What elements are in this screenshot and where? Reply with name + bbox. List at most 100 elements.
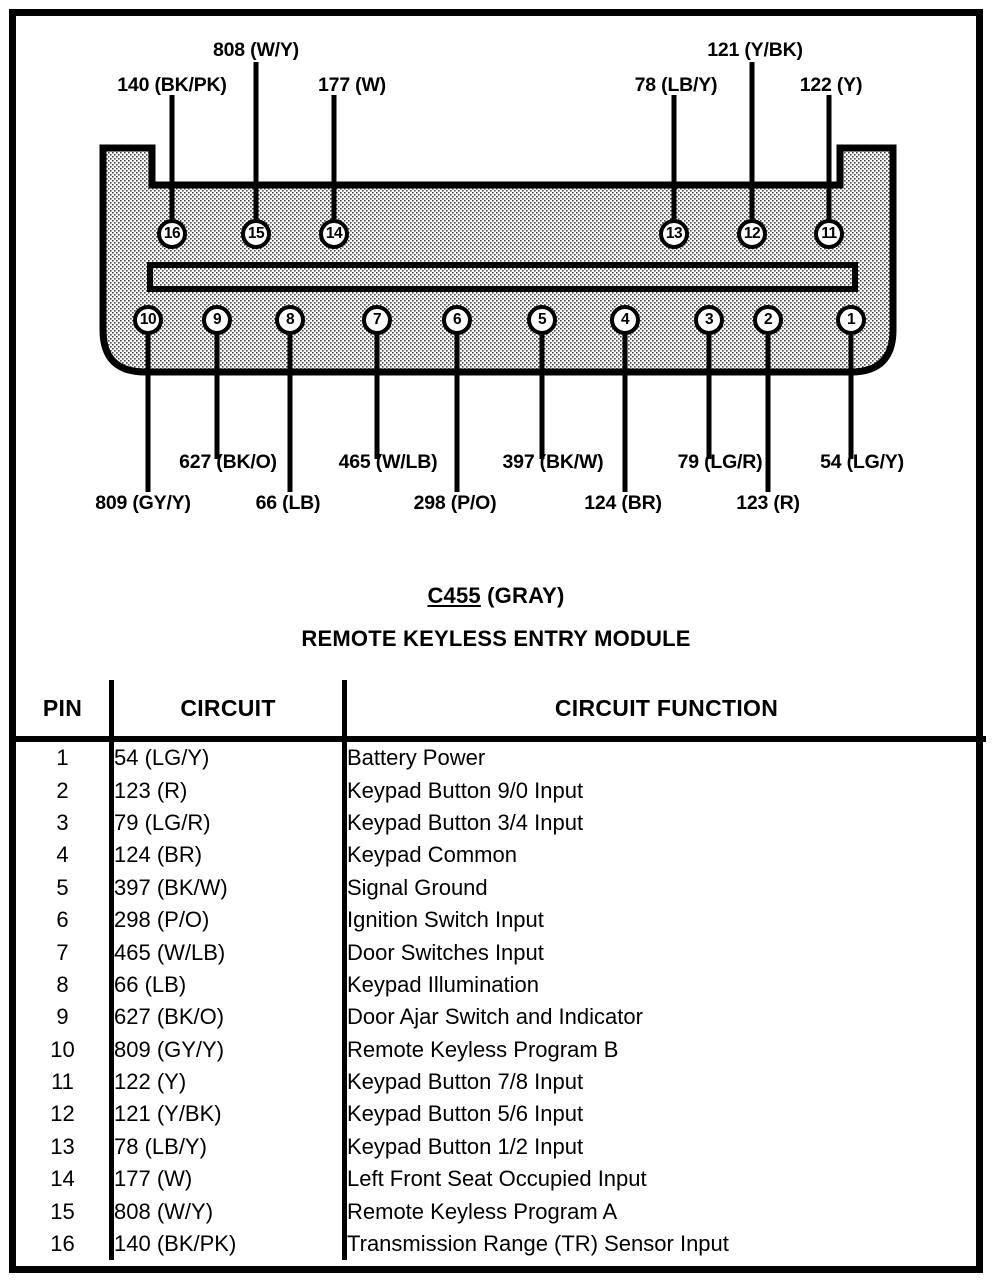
cell-circuit: 140 (BK/PK): [111, 1227, 347, 1261]
wire-label-pin-9: 627 (BK/O): [179, 451, 277, 473]
cell-function: Door Switches Input: [347, 939, 544, 965]
cell-pin: 7: [16, 936, 114, 969]
pin-circle-9[interactable]: 9: [202, 305, 232, 335]
cell-pin: 5: [16, 871, 114, 904]
cell-circuit: 122 (Y): [111, 1065, 347, 1099]
pin-circle-15[interactable]: 15: [241, 219, 271, 249]
wire-label-pin-5: 397 (BK/W): [502, 451, 604, 473]
cell-circuit: 78 (LB/Y): [111, 1130, 347, 1164]
wire-label-pin-2: 123 (R): [736, 492, 800, 514]
wire-label-pin-1: 54 (LG/Y): [820, 451, 904, 473]
cell-function: Keypad Illumination: [347, 971, 540, 997]
pin-circle-2[interactable]: 2: [753, 305, 783, 335]
cell-pin: 6: [16, 903, 114, 937]
connector-key-slot: [147, 262, 858, 292]
pin-circle-4[interactable]: 4: [610, 305, 640, 335]
pin-circle-10[interactable]: 10: [133, 305, 163, 335]
cell-pin: 10: [16, 1033, 114, 1066]
pin-circle-3[interactable]: 3: [694, 305, 724, 335]
cell-circuit: 465 (W/LB): [111, 936, 347, 969]
pin-circle-12[interactable]: 12: [737, 219, 767, 249]
cell-function: Door Ajar Switch and Indicator: [347, 1004, 643, 1030]
column-header-circuit: CIRCUIT: [111, 680, 347, 742]
cell-circuit: 298 (P/O): [111, 903, 347, 937]
cell-function: Keypad Button 9/0 Input: [347, 777, 584, 803]
cell-circuit: 177 (W): [111, 1163, 347, 1196]
connector-caption: C455 (GRAY) REMOTE KEYLESS ENTRY MODULE: [0, 583, 992, 652]
cell-circuit: 121 (Y/BK): [111, 1098, 347, 1131]
cell-pin: 9: [16, 1001, 114, 1034]
cell-circuit: 123 (R): [111, 774, 347, 807]
wire-label-pin-15: 808 (W/Y): [213, 39, 299, 61]
pin-circle-7[interactable]: 7: [362, 305, 392, 335]
cell-function: Keypad Button 3/4 Input: [347, 809, 584, 835]
wire-label-pin-8: 66 (LB): [255, 492, 321, 514]
cell-circuit: 66 (LB): [111, 968, 347, 1002]
pin-circle-1[interactable]: 1: [836, 305, 866, 335]
column-header-function: CIRCUIT FUNCTION: [344, 680, 986, 742]
cell-pin: 16: [16, 1227, 114, 1261]
pin-circle-8[interactable]: 8: [275, 305, 305, 335]
connector-id-line: C455 (GRAY): [0, 583, 992, 609]
cell-function: Remote Keyless Program B: [347, 1036, 619, 1062]
cell-pin: 8: [16, 968, 114, 1002]
wire-label-pin-7: 465 (W/LB): [338, 451, 438, 473]
pin-circle-16[interactable]: 16: [157, 219, 187, 249]
pin-circle-13[interactable]: 13: [659, 219, 689, 249]
cell-function: Transmission Range (TR) Sensor Input: [347, 1231, 729, 1257]
table-header-row: PIN CIRCUIT CIRCUIT FUNCTION: [16, 680, 986, 742]
cell-circuit: 79 (LG/R): [111, 806, 347, 840]
cell-function: Remote Keyless Program A: [347, 1198, 618, 1224]
bottom-leader-lines: [145, 335, 854, 492]
wire-label-pin-13: 78 (LB/Y): [634, 74, 718, 96]
connector-id: C455: [427, 583, 481, 608]
pin-circle-5[interactable]: 5: [527, 305, 557, 335]
cell-function: Keypad Button 1/2 Input: [347, 1133, 584, 1159]
connector-drawing: [99, 62, 897, 492]
page-border: [9, 9, 983, 1273]
wire-label-pin-6: 298 (P/O): [413, 492, 497, 514]
cell-function: Keypad Button 5/6 Input: [347, 1101, 584, 1127]
cell-pin: 3: [16, 806, 114, 840]
connector-body: [99, 144, 897, 376]
connector-diagram: 140 (BK/PK) 808 (W/Y) 177 (W) 78 (LB/Y) …: [95, 39, 904, 514]
cell-pin: 14: [16, 1163, 114, 1196]
cell-pin: 12: [16, 1098, 114, 1131]
cell-pin: 2: [16, 774, 114, 807]
pin-circle-11[interactable]: 11: [814, 219, 844, 249]
cell-pin: 13: [16, 1130, 114, 1164]
pin-circle-14[interactable]: 14: [319, 219, 349, 249]
pin-circle-6[interactable]: 6: [442, 305, 472, 335]
cell-pin: 11: [16, 1065, 114, 1099]
cell-function: Battery Power: [347, 745, 486, 771]
connector-color: (GRAY): [487, 583, 565, 608]
column-header-pin: PIN: [16, 680, 114, 742]
cell-circuit: 627 (BK/O): [111, 1001, 347, 1034]
wire-label-pin-3: 79 (LG/R): [677, 451, 763, 473]
wire-label-pin-10: 809 (GY/Y): [95, 492, 191, 514]
cell-function: Keypad Button 7/8 Input: [347, 1069, 584, 1095]
wire-label-pin-4: 124 (BR): [584, 492, 662, 514]
cell-pin: 15: [16, 1195, 114, 1228]
cell-circuit: 809 (GY/Y): [111, 1033, 347, 1066]
cell-pin: 4: [16, 839, 114, 872]
wire-label-pin-12: 121 (Y/BK): [707, 39, 803, 61]
wire-label-pin-11: 122 (Y): [799, 74, 863, 96]
